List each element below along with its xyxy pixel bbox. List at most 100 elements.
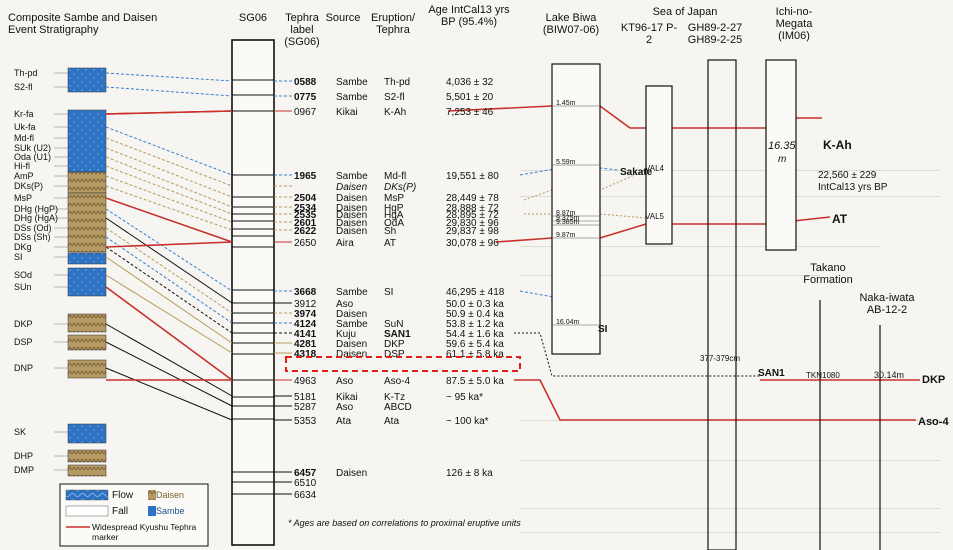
- lake-biwa-core: [552, 64, 600, 354]
- composite-label-9: AmP: [14, 171, 34, 181]
- row-age-12: 46,295 ± 418: [446, 287, 505, 298]
- row-tephra-21: ABCD: [384, 402, 412, 413]
- row-tephra-1: Th-pd: [384, 77, 410, 88]
- legend-flow-label: Flow: [112, 490, 133, 501]
- row-label-3: 0967: [294, 107, 317, 118]
- ichi-age-note: IntCal13 yrs BP: [818, 182, 887, 193]
- footnote: * Ages are based on correlations to prox…: [288, 518, 521, 528]
- row-age-11: 30,078 ± 96: [446, 238, 499, 249]
- legend-sambe-label: Sambe: [156, 506, 185, 516]
- ichi-depth: 16.35: [768, 140, 796, 152]
- row-label-10: 2622: [294, 226, 317, 237]
- row-label-22: 5353: [294, 416, 317, 427]
- link-composite-sg06-4: [106, 127, 232, 175]
- composite-label-17: SI: [14, 252, 23, 262]
- soj-val5-label: VAL5: [645, 212, 664, 221]
- legend-daisen-label: Daisen: [156, 490, 184, 500]
- composite-label-1: Th-pd: [14, 68, 38, 78]
- composite-label-25: DMP: [14, 465, 34, 475]
- composite-unit-8: [68, 335, 106, 350]
- row-age-1: 4,036 ± 32: [446, 77, 494, 88]
- row-source-19: Aso: [336, 376, 354, 387]
- row-source-21: Aso: [336, 402, 354, 413]
- sg06-core-box: [232, 40, 274, 545]
- composite-label-13: DHg (HgA): [14, 213, 58, 223]
- marker-dkp: DKP: [922, 374, 945, 386]
- composite-unit-3: [68, 172, 106, 193]
- link-composite-sg06-1: [106, 73, 232, 81]
- link-composite-sg06-11: [106, 198, 232, 242]
- link-composite-sg06-21: [106, 342, 232, 406]
- sg06-core: [232, 40, 274, 545]
- row-age-10: 29,837 ± 98: [446, 226, 499, 237]
- composite-label-11: MsP: [14, 193, 32, 203]
- legend-flow-swatch: [66, 490, 108, 500]
- composite-unit-9: [68, 360, 106, 378]
- row-tephra-4: Md-fl: [384, 171, 406, 182]
- row-age-18: 61.1 ± 5.8 ka: [446, 349, 504, 360]
- composite-label-4: Uk-fa: [14, 122, 36, 132]
- row-age-22: ~ 100 ka*: [446, 416, 489, 427]
- legend-sambe-swatch: [148, 506, 156, 516]
- row-age-4: 19,551 ± 80: [446, 171, 499, 182]
- link-composite-sg06-10: [106, 186, 232, 230]
- row-source-1: Sambe: [336, 77, 368, 88]
- row-tephra-11: AT: [384, 238, 396, 249]
- composite-label-15: DSs (Sh): [14, 232, 51, 242]
- composite-label-8: Hi-fl: [14, 161, 30, 171]
- row-source-11: Aira: [336, 238, 354, 249]
- legend-fall-label: Fall: [112, 506, 128, 517]
- row-label-24: 6510: [294, 478, 317, 489]
- link-composite-sg06-22: [106, 368, 232, 420]
- row-tephra-2: S2-fl: [384, 92, 405, 103]
- row-tephra-18: DSP: [384, 349, 405, 360]
- row-source-4: Sambe: [336, 171, 368, 182]
- composite-label-2: S2-fl: [14, 82, 33, 92]
- composite-label-23: SK: [14, 427, 26, 437]
- dkg-at-line: [106, 242, 232, 247]
- correlation-lines: [106, 73, 920, 494]
- composite-labels: Th-pdS2-flKr-faUk-faMd-flSUk (U2)Oda (U1…: [14, 68, 68, 475]
- ichi-age: 22,560 ± 229: [818, 170, 876, 181]
- row-tephra-10: Sh: [384, 226, 396, 237]
- composite-label-10: DKs(P): [14, 181, 43, 191]
- row-tephra-22: Ata: [384, 416, 399, 427]
- row-label-4: 1965: [294, 171, 317, 182]
- row-tephra-12: SI: [384, 287, 393, 298]
- row-tephra-3: K-Ah: [384, 107, 406, 118]
- row-source-10: Daisen: [336, 226, 367, 237]
- row-label-2: 0775: [294, 92, 317, 103]
- composite-unit-1: [68, 68, 106, 92]
- row-source-22: Ata: [336, 416, 351, 427]
- composite-label-18: SOd: [14, 270, 32, 280]
- row-age-19: 87.5 ± 5.0 ka: [446, 376, 504, 387]
- legend-fall-swatch: [66, 506, 108, 516]
- composite-label-21: DSP: [14, 337, 33, 347]
- composite-unit-10: [68, 424, 106, 443]
- link-composite-sg06-20: [106, 324, 232, 396]
- composite-unit-4: [68, 193, 106, 252]
- row-age-23: 126 ± 8 ka: [446, 468, 493, 479]
- soj-val4-label: VAL4: [645, 164, 664, 173]
- row-label-21: 5287: [294, 402, 317, 413]
- row-tephra-5: DKs(P): [384, 182, 416, 193]
- composite-label-20: DKP: [14, 319, 33, 329]
- marker-k-ah: K-Ah: [823, 138, 852, 152]
- aso4-correlation: [514, 380, 916, 420]
- row-tephra-19: Aso-4: [384, 376, 411, 387]
- marker-san1: SAN1: [758, 368, 785, 379]
- composite-unit-12: [68, 465, 106, 476]
- composite-label-5: Md-fl: [14, 133, 34, 143]
- composite-label-22: DNP: [14, 363, 33, 373]
- row-source-5: Daisen: [336, 182, 368, 193]
- legend-daisen-swatch: [148, 490, 156, 500]
- link-composite-sg06-19: [106, 287, 232, 380]
- row-label-18: 4318: [294, 349, 317, 360]
- row-label-25: 6634: [294, 490, 317, 501]
- link-composite-sg06-5: [106, 138, 232, 186]
- composite-label-3: Kr-fa: [14, 109, 34, 119]
- row-label-1: 0588: [294, 77, 317, 88]
